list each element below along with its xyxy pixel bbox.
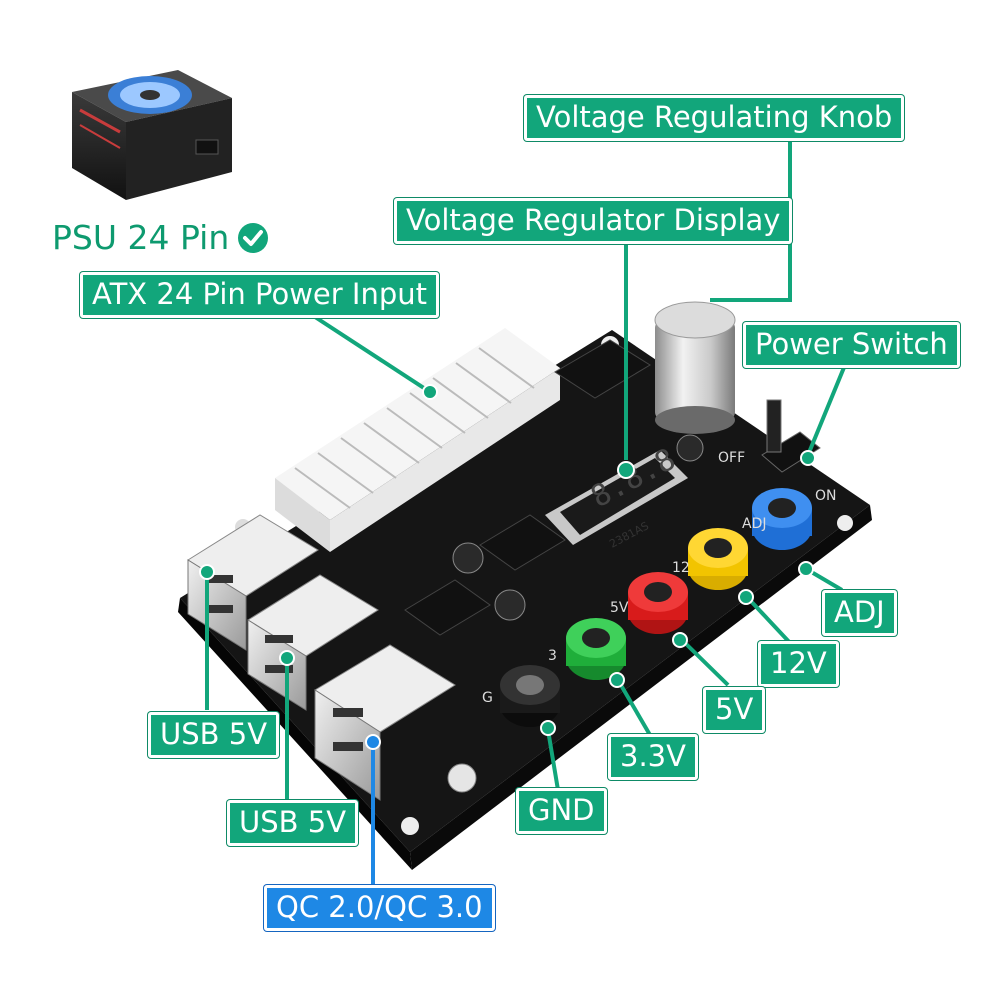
psu-image bbox=[72, 70, 232, 200]
silk-5: 5V bbox=[610, 600, 629, 616]
terminal-adj[interactable] bbox=[752, 488, 812, 550]
psu-label-text: PSU 24 Pin bbox=[52, 218, 230, 257]
callout-adj: ADJ bbox=[822, 590, 897, 636]
callout-qc: QC 2.0/QC 3.0 bbox=[264, 885, 495, 931]
leader-lines bbox=[205, 140, 847, 800]
terminal-12v[interactable] bbox=[688, 528, 748, 590]
callout-5v: 5V bbox=[703, 687, 766, 733]
leader-dots bbox=[199, 384, 816, 750]
terminal-3v3[interactable] bbox=[566, 618, 626, 680]
callout-12v: 12V bbox=[758, 641, 839, 687]
terminal-5v[interactable] bbox=[628, 572, 688, 634]
callout-3v3: 3.3V bbox=[608, 734, 698, 780]
callout-regulator-display: Voltage Regulator Display bbox=[394, 198, 793, 244]
silk-adj: ADJ bbox=[742, 516, 767, 532]
silk-off: OFF bbox=[718, 450, 745, 466]
usb-port-2[interactable] bbox=[247, 574, 379, 711]
silk-12: 12 bbox=[672, 560, 690, 576]
callout-power-switch: Power Switch bbox=[743, 322, 960, 368]
silk-3: 3 bbox=[548, 648, 557, 664]
silk-g: G bbox=[482, 690, 493, 706]
voltage-display bbox=[545, 450, 688, 545]
callout-atx-input: ATX 24 Pin Power Input bbox=[80, 272, 440, 318]
callout-usb-5v-1: USB 5V bbox=[148, 712, 280, 758]
regulating-knob[interactable] bbox=[654, 301, 736, 434]
usb-port-1[interactable] bbox=[187, 514, 319, 651]
terminal-gnd[interactable] bbox=[500, 665, 560, 727]
usb-port-qc[interactable] bbox=[314, 644, 456, 801]
callout-usb-5v-2: USB 5V bbox=[227, 800, 359, 846]
atx-connector bbox=[275, 328, 560, 552]
components bbox=[404, 339, 704, 793]
psu-label: PSU 24 Pin bbox=[52, 218, 269, 257]
callout-regulating-knob: Voltage Regulating Knob bbox=[524, 95, 905, 141]
check-circle-icon bbox=[238, 222, 269, 253]
power-switch[interactable] bbox=[761, 399, 821, 473]
silk-on: ON bbox=[815, 488, 837, 504]
callout-gnd: GND bbox=[516, 788, 607, 834]
